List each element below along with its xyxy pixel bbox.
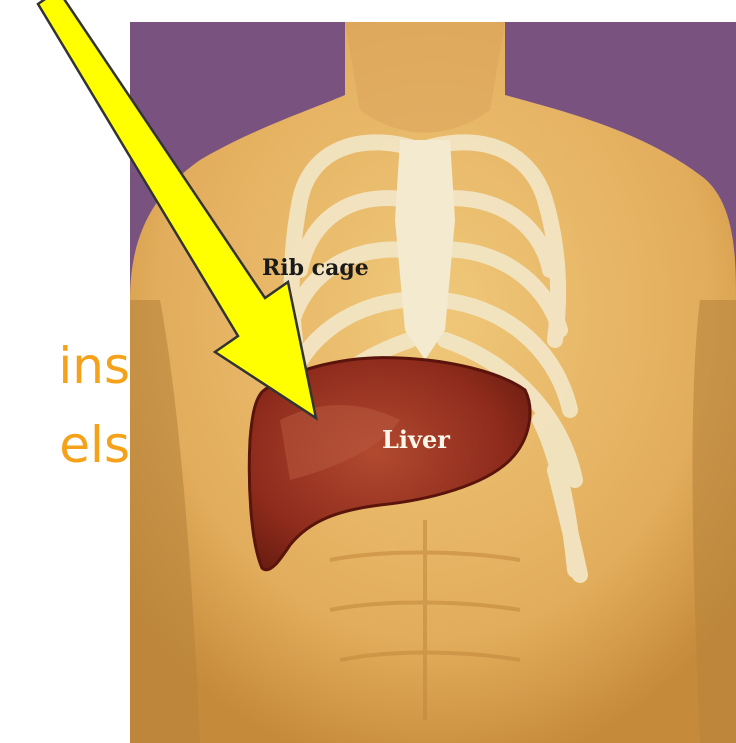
rib-cage-label: Rib cage — [262, 255, 369, 281]
right-arm-shadow — [693, 300, 736, 743]
liver-label: Liver — [382, 425, 450, 454]
neck-shadow — [345, 22, 505, 133]
